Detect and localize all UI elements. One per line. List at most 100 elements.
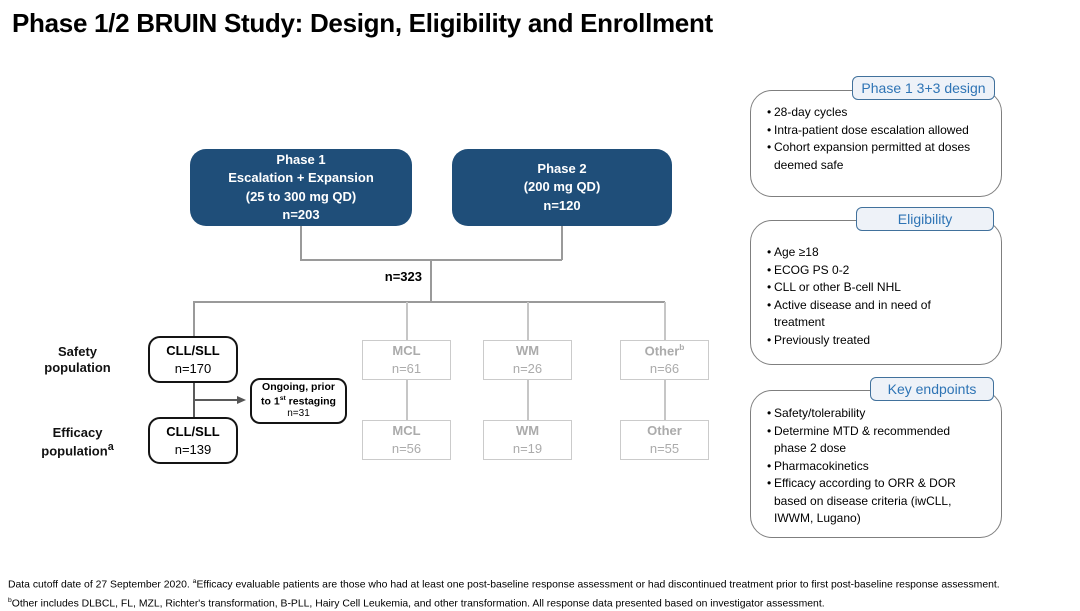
node-safety-cll-name: CLL/SLL — [166, 342, 220, 358]
phase2-line1: Phase 2 — [537, 161, 587, 177]
footnote-line1-superscript: a — [192, 578, 197, 585]
safety-label-line1: Safety — [57, 344, 98, 359]
bullet-text: Intra-patient dose escalation allowed — [774, 122, 969, 137]
bullet-item: •ECOG PS 0-2 — [750, 262, 1002, 280]
safety-label-line2: population — [44, 359, 111, 375]
node-efficacy-mcl-count: n=56 — [391, 441, 422, 456]
efficacy-label-superscript: a — [107, 440, 114, 453]
bullet-item: •Determine MTD & recommended phase 2 dos… — [750, 423, 1002, 458]
efficacy-label-line2: populationa — [20, 441, 135, 459]
phase1-box: Phase 1 Escalation + Expansion (25 to 30… — [190, 149, 412, 226]
phase1-line2: Escalation + Expansion — [228, 170, 374, 186]
connector-other-drop — [664, 302, 666, 341]
callout-tab-phase1-design: Phase 1 3+3 design — [852, 76, 995, 100]
bullet-item: •Pharmacokinetics — [750, 458, 1002, 476]
phase1-count: n=203 — [282, 206, 320, 222]
node-safety-mcl-count: n=61 — [391, 361, 422, 376]
bullet-item: •Safety/tolerability — [750, 405, 1002, 423]
footnote-line2-post: Other includes DLBCL, FL, MZL, Richter's… — [11, 598, 825, 610]
bullet-text: ECOG PS 0-2 — [774, 262, 850, 277]
node-safety-cll-count: n=170 — [174, 360, 212, 376]
bullet-item: •Efficacy according to ORR & DOR based o… — [750, 475, 1002, 528]
node-efficacy-mcl-name: MCL — [392, 423, 421, 439]
bullet-item: •Age ≥18 — [750, 244, 1002, 262]
connector-cll-drop — [193, 302, 195, 338]
node-efficacy-cll-name: CLL/SLL — [166, 423, 220, 439]
footnotes: Data cutoff date of 27 September 2020. a… — [8, 574, 1078, 611]
bullet-text: Safety/tolerability — [774, 406, 866, 420]
bullet-text: Pharmacokinetics — [774, 458, 869, 473]
bullet-text: Determine MTD & recommended phase 2 dose — [774, 423, 951, 456]
node-safety-wm-name: WM — [515, 343, 540, 359]
efficacy-population-label: Efficacy populationa — [20, 425, 135, 459]
bullet-icon: • — [767, 245, 772, 259]
ongoing-count: n=31 — [287, 408, 310, 420]
callout-box-key-endpoints — [750, 390, 1002, 538]
footnote-line2: bOther includes DLBCL, FL, MZL, Richter'… — [8, 593, 1078, 611]
node-efficacy-other-name: Other — [647, 423, 682, 439]
node-safety-cll: CLL/SLL n=170 — [148, 336, 238, 383]
connector-other-safety-to-efficacy — [664, 380, 666, 420]
bullet-text: Previously treated — [774, 332, 871, 347]
bullet-item: •Active disease and in need of treatment — [750, 297, 1002, 332]
phase2-count: n=120 — [543, 197, 581, 213]
callout-eligibility-bullets: •Age ≥18 •ECOG PS 0-2 •CLL or other B-ce… — [750, 244, 1002, 349]
connector-mcl-safety-to-efficacy — [406, 380, 408, 420]
callout-box-eligibility — [750, 220, 1002, 365]
bullet-icon: • — [767, 280, 772, 294]
bullet-icon: • — [767, 406, 772, 420]
bullet-icon: • — [767, 297, 772, 312]
bullet-item: •Previously treated — [750, 332, 1002, 350]
node-safety-mcl-name: MCL — [392, 343, 421, 359]
efficacy-label-line1: Efficacy — [52, 425, 103, 440]
node-safety-other: Otherb n=66 — [620, 340, 709, 380]
ongoing-line1: Ongoing, prior — [262, 381, 335, 394]
bullet-icon: • — [767, 262, 772, 277]
ongoing-box: Ongoing, prior to 1st restaging n=31 — [250, 378, 347, 424]
connector-phase1-drop — [300, 226, 302, 260]
callout-tab-key-endpoints: Key endpoints — [870, 377, 994, 401]
ongoing-line2-superscript: st — [279, 394, 286, 402]
node-efficacy-cll: CLL/SLL n=139 — [148, 417, 238, 464]
ongoing-line2-pre: to 1 — [261, 395, 280, 407]
bullet-icon: • — [767, 140, 772, 154]
bullet-text: Active disease and in need of treatment — [774, 297, 931, 330]
node-efficacy-wm-name: WM — [515, 423, 540, 439]
connector-phase2-drop — [561, 226, 563, 260]
node-efficacy-other-count: n=55 — [649, 441, 680, 456]
bullet-icon: • — [767, 332, 772, 347]
footnote-line1: Data cutoff date of 27 September 2020. a… — [8, 574, 1078, 593]
bullet-icon: • — [767, 476, 772, 490]
footnote-line2-superscript: b — [8, 597, 12, 605]
bullet-text: Age ≥18 — [774, 245, 819, 259]
connector-distributor-horizontal — [193, 301, 665, 303]
bullet-item: •CLL or other B-cell NHL — [750, 279, 1002, 297]
node-efficacy-wm: WM n=19 — [483, 420, 572, 460]
arrowhead-icon — [237, 396, 246, 404]
connector-ongoing-arrow-line — [193, 399, 239, 401]
safety-population-label: Safety population — [20, 344, 135, 375]
node-efficacy-cll-count: n=139 — [174, 441, 212, 457]
connector-mcl-drop — [406, 302, 408, 341]
bullet-item: •Intra-patient dose escalation allowed — [750, 122, 1002, 140]
page-title: Phase 1/2 BRUIN Study: Design, Eligibili… — [12, 8, 713, 38]
node-efficacy-mcl: MCL n=56 — [362, 420, 451, 460]
bullet-icon: • — [767, 122, 772, 137]
node-safety-other-count: n=66 — [649, 361, 680, 377]
efficacy-label-text: population — [41, 442, 108, 458]
node-safety-mcl: MCL n=61 — [362, 340, 451, 380]
ongoing-line2: to 1st restaging — [252, 395, 345, 409]
ongoing-line2-post: restaging — [285, 395, 336, 407]
total-enrollment-label: n=323 — [384, 269, 422, 284]
callout-phase1-design-bullets: •28-day cycles •Intra-patient dose escal… — [750, 104, 1002, 174]
node-efficacy-other: Other n=55 — [620, 420, 709, 460]
bullet-text: Efficacy according to ORR & DOR based on… — [774, 476, 956, 525]
bullet-icon: • — [767, 423, 772, 438]
node-safety-other-name: Otherb — [621, 342, 708, 360]
node-efficacy-wm-count: n=19 — [512, 441, 543, 456]
node-safety-other-superscript: b — [679, 342, 685, 353]
connector-wm-drop — [527, 302, 529, 341]
bullet-text: 28-day cycles — [774, 105, 848, 119]
bullet-text: CLL or other B-cell NHL — [774, 280, 901, 294]
